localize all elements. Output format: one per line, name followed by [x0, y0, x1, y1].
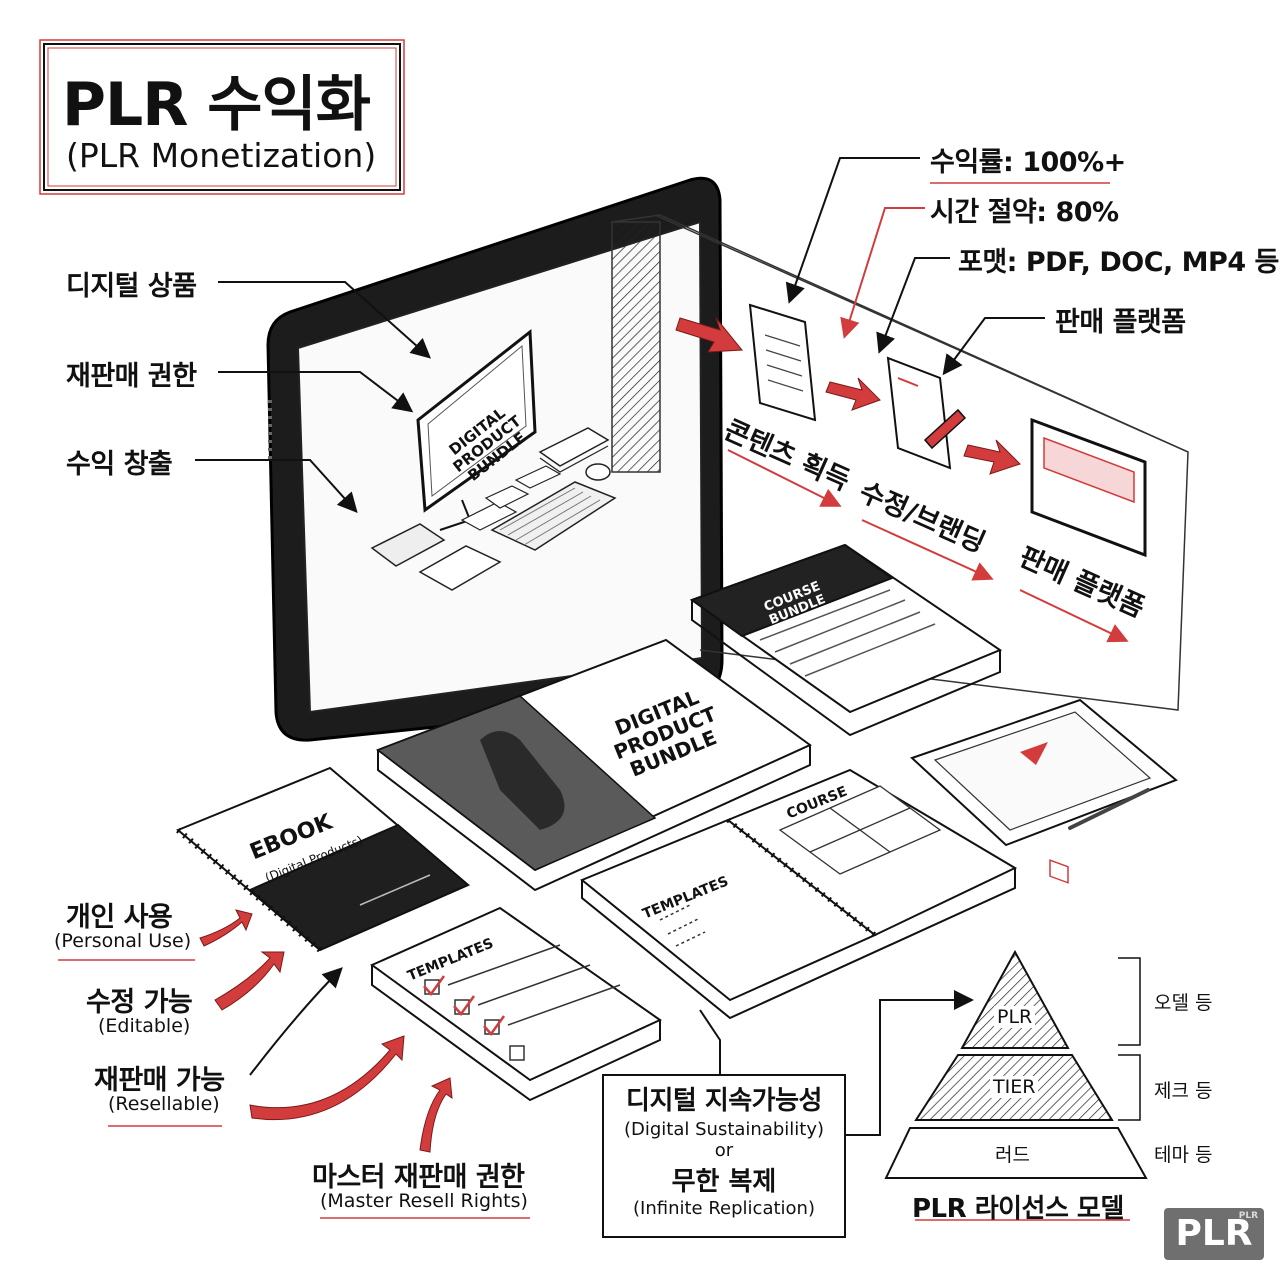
right-master-resell-en: (Master Resell Rights) — [320, 1190, 528, 1212]
right-editable: 수정 가능 — [86, 987, 193, 1018]
flow-edit-icon — [886, 356, 967, 470]
flow-document-icon — [748, 303, 817, 422]
callout-resale-rights: 재판매 권한 — [66, 361, 197, 392]
pyramid-level-mid: TIER — [990, 1076, 1039, 1098]
title-frame — [39, 39, 405, 195]
metric-return-rate: 수익률: 100%+ — [930, 147, 1126, 178]
page-subtitle: (PLR Monetization) — [66, 136, 377, 175]
sustainability-frame — [602, 990, 974, 1238]
pyramid-level-base: 러드 — [995, 1144, 1030, 1166]
templates-course-notebook — [580, 768, 1018, 1020]
metric-formats: 포맷: PDF, DOC, MP4 등 — [958, 247, 1279, 278]
flow-platform-icon — [1030, 417, 1147, 884]
callout-revenue: 수익 창출 — [66, 449, 173, 480]
metric-platform: 판매 플랫폼 — [1055, 307, 1186, 338]
ebook-notebook — [176, 766, 470, 953]
video-card — [910, 698, 1178, 847]
sustainability-title-en: (Digital Sustainability) — [623, 1119, 825, 1140]
pyramid-side-label-1: 오델 등 — [1154, 992, 1213, 1014]
flow-underline-arrows — [727, 449, 1129, 643]
pyramid-side-label-3: 테마 등 — [1154, 1144, 1213, 1166]
right-personal-use-en: (Personal Use) — [54, 930, 192, 952]
sustainability-title: 디지털 지속가능성 — [626, 1086, 822, 1116]
sustainability-or: or — [714, 1140, 734, 1161]
callout-digital-product: 디지털 상품 — [66, 271, 197, 302]
red-underlines — [58, 182, 1130, 1221]
left-callout-arrows — [195, 281, 431, 513]
projection-plane — [611, 214, 1189, 711]
course-bundle-box — [689, 543, 1003, 737]
metric-arrows — [785, 157, 1045, 376]
screen-monitor — [370, 329, 617, 591]
pyramid-level-top: PLR — [994, 1006, 1036, 1028]
right-resellable-en: (Resellable) — [108, 1093, 220, 1115]
right-personal-use: 개인 사용 — [66, 902, 173, 933]
right-editable-en: (Editable) — [98, 1015, 191, 1037]
plr-logo: PLR PLR — [1164, 1208, 1264, 1260]
replication-title: 무한 복제 — [671, 1167, 777, 1197]
pyramid-caption: PLR 라이선스 모델 — [912, 1194, 1124, 1224]
digital-bundle-box — [375, 638, 812, 892]
page-title: PLR 수익화 — [62, 70, 371, 140]
pyramid-side-label-2: 제크 등 — [1154, 1080, 1213, 1102]
right-master-resell: 마스터 재판매 권한 — [312, 1162, 525, 1193]
logo-small-text: PLR — [1238, 1211, 1258, 1221]
right-resellable: 재판매 가능 — [94, 1065, 225, 1096]
sustainability-box: 디지털 지속가능성 (Digital Sustainability) or 무한… — [603, 1080, 845, 1219]
rights-arrows — [199, 909, 453, 1153]
templates-checklist — [370, 906, 662, 1102]
replication-title-en: (Infinite Replication) — [633, 1198, 815, 1219]
flow-red-arrows — [675, 317, 1021, 475]
logo-text: PLR — [1175, 1213, 1253, 1254]
title-block: PLR 수익화 (PLR Monetization) — [44, 44, 400, 190]
metric-time-saving: 시간 절약: 80% — [930, 197, 1119, 228]
